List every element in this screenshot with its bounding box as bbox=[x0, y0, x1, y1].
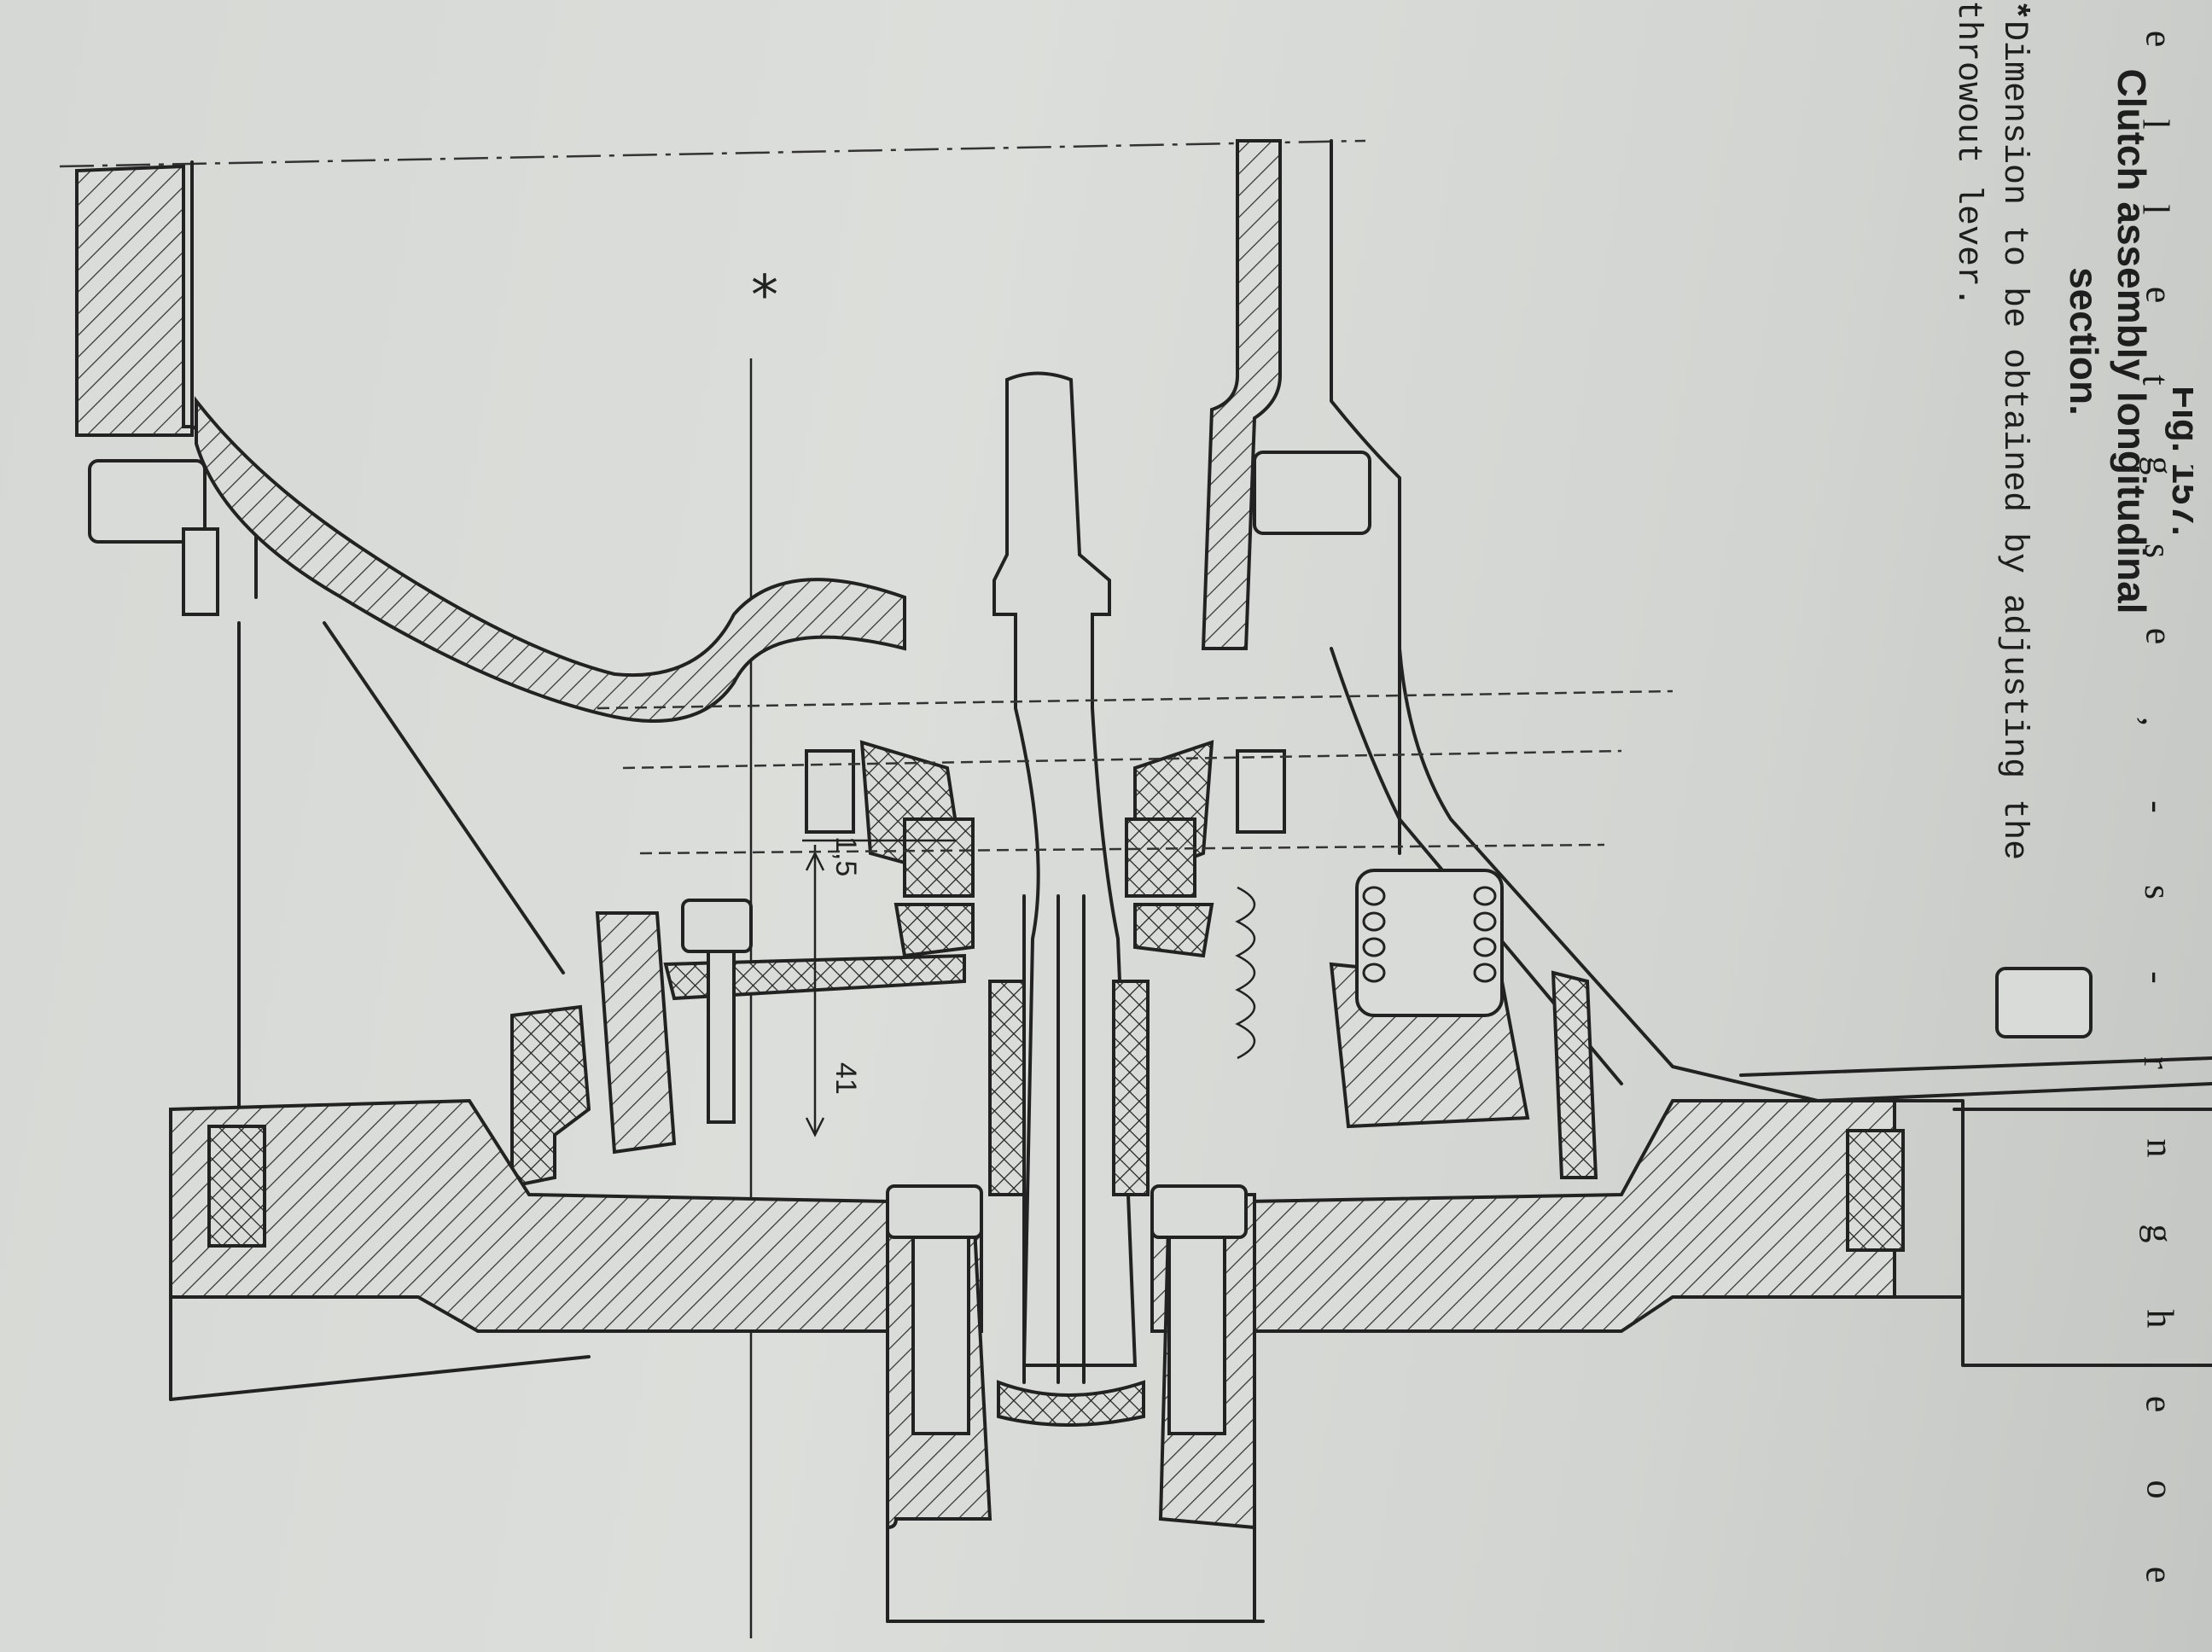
margin-letter: g bbox=[2139, 456, 2181, 475]
figure-note-star: * bbox=[1994, 0, 2033, 21]
adjust-bolt bbox=[707, 950, 736, 1124]
margin-letter: s bbox=[2137, 884, 2180, 900]
throwout-bearing-right-clip bbox=[1236, 749, 1286, 834]
figure-note: *Dimension to be obtained by adjusting t… bbox=[1944, 0, 2036, 939]
casing-bolt-left-washer bbox=[182, 527, 219, 616]
casing-bolts bbox=[88, 451, 2093, 1038]
margin-letter: l bbox=[2134, 204, 2177, 215]
margin-letter: g bbox=[2139, 1224, 2181, 1243]
margin-letter: e bbox=[2138, 627, 2180, 645]
housing-bolt-far-right bbox=[1995, 967, 2093, 1038]
margin-letter: e bbox=[2138, 30, 2180, 48]
margin-letter: o bbox=[2139, 1480, 2181, 1499]
upper-casing bbox=[59, 139, 1401, 1638]
return-spring bbox=[1235, 886, 1256, 1060]
margin-letter: e bbox=[2138, 1566, 2180, 1584]
pressure-spring-coil bbox=[681, 869, 1504, 1124]
casing-bolt-left bbox=[88, 459, 207, 544]
margin-letter: , bbox=[2134, 717, 2176, 726]
friction-lining-right bbox=[1846, 1129, 1905, 1252]
hub-right-lining bbox=[1112, 980, 1150, 1196]
margin-letter: h bbox=[2139, 1309, 2181, 1329]
input-shaft bbox=[992, 371, 1145, 1427]
throwout-bearing-left-clip bbox=[805, 749, 855, 834]
hub-left-lining bbox=[988, 980, 1026, 1196]
pilot-bushing bbox=[997, 1380, 1145, 1427]
margin-letter: n bbox=[2139, 1138, 2181, 1158]
crankshaft-flange bbox=[886, 1184, 1265, 1623]
friction-lining-left bbox=[207, 1125, 266, 1248]
upper-casing-left-wall bbox=[75, 164, 194, 437]
margin-letter: t bbox=[2134, 375, 2177, 386]
dimension-star-mark: * bbox=[751, 265, 778, 328]
margin-letter: - bbox=[2135, 971, 2178, 984]
crank-bolt-right bbox=[1167, 1210, 1226, 1435]
flywheel bbox=[169, 1098, 2212, 1401]
margin-letter: - bbox=[2135, 800, 2178, 813]
upper-casing-right-wall bbox=[1201, 139, 1282, 650]
margin-letter: e bbox=[2138, 286, 2180, 304]
crank-bolt-left bbox=[911, 1210, 970, 1435]
margin-letter: s bbox=[2137, 543, 2180, 559]
margin-text-column: e l l e t g s e, - s - r n g h e o e bbox=[2134, 0, 2212, 1652]
dimension-41-label: 41 bbox=[830, 1062, 862, 1095]
dimension-lines bbox=[597, 689, 1674, 1137]
casing-bolt-right bbox=[1253, 451, 1371, 535]
margin-letter: e bbox=[2138, 1395, 2180, 1413]
dimension-1-5-label: 1,5 bbox=[830, 836, 862, 877]
figure-note-text: Dimension to be obtained by adjusting th… bbox=[1948, 0, 2033, 861]
margin-letter: l bbox=[2134, 119, 2177, 130]
adjust-nut bbox=[681, 899, 753, 953]
margin-letter: r bbox=[2135, 1056, 2178, 1069]
